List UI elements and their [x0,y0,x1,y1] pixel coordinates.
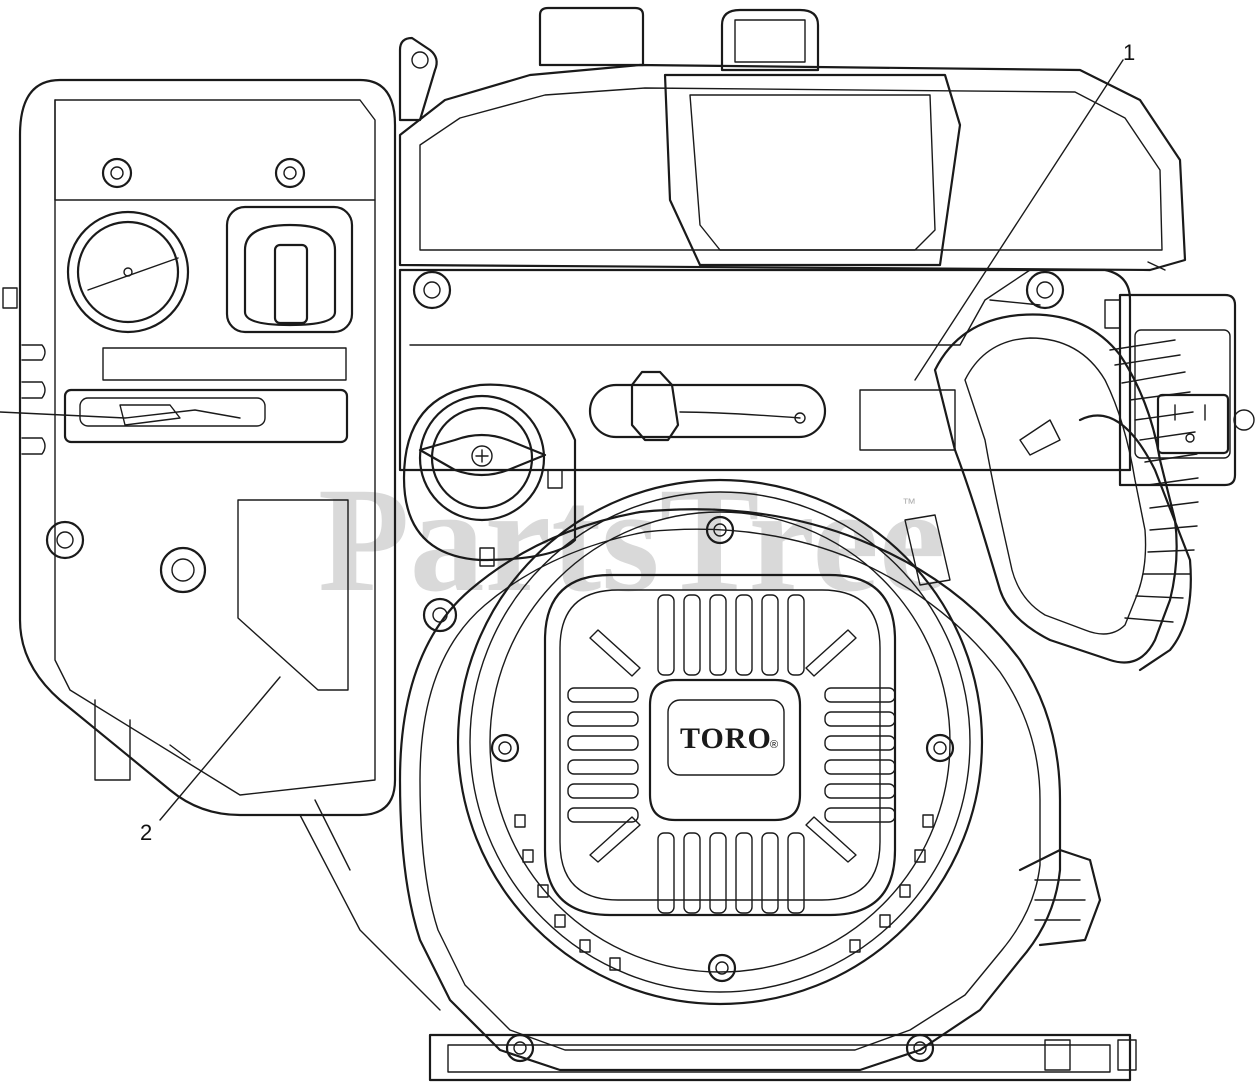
engine-midblock [398,268,1132,633]
engine-top [398,6,1187,272]
toro-logo-mark: ® [770,739,778,751]
callout-2-leader [159,676,281,821]
vent-slots-right [824,687,896,823]
recoil-starter-cover: TORO ® [398,478,1062,1072]
callout-1-leader [914,59,1124,381]
watermark: PartsTree ™ [318,457,945,623]
vent-slots-left [567,687,639,823]
watermark-tm: ™ [902,495,916,511]
callout-leaders [159,59,1124,821]
vent-slots-top [657,594,805,676]
callout-2-label: 2 [140,820,152,845]
vent-slots-bottom [657,832,805,914]
engine-base [299,799,1137,1082]
callout-1-label: 1 [1123,40,1135,65]
electric-start-box [1104,293,1255,487]
watermark-text: PartsTree [318,457,945,623]
recoil-handle [904,299,1199,672]
control-panel [0,78,397,817]
toro-logo: TORO [680,722,772,755]
